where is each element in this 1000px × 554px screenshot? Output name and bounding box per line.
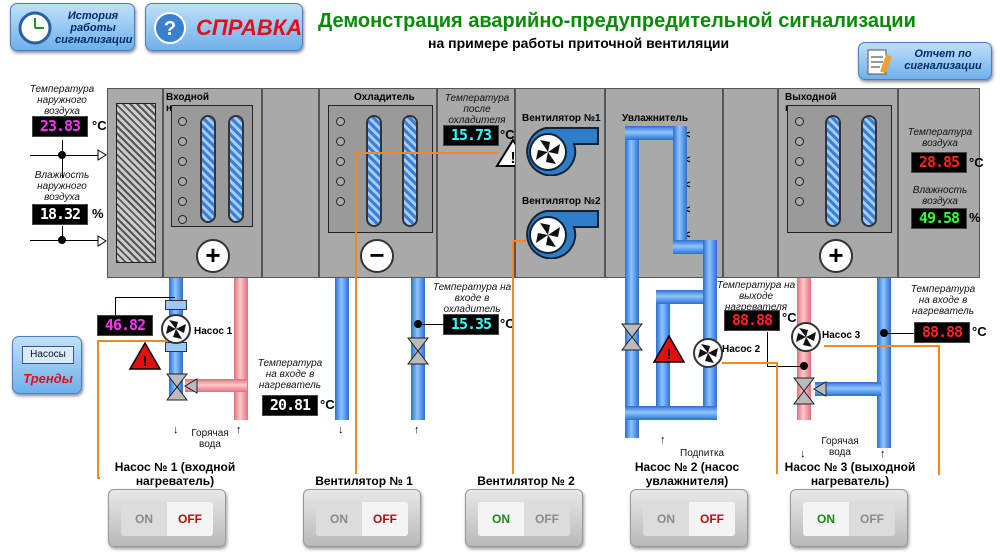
fan2-on-button[interactable]: ON [478, 502, 524, 536]
pump1-icon [161, 314, 191, 344]
cooler-section: Охладитель − [319, 88, 437, 278]
heater-inlet-temp-label: Температура на входе в нагреватель [257, 358, 323, 391]
air-temp-display: 28.85 [911, 152, 967, 173]
outdoor-temp-unit: °C [92, 118, 107, 133]
cooler-label: Охладитель [354, 92, 415, 103]
outdoor-humidity-display: 18.32 [32, 204, 88, 225]
inlet-heater-section: Входной нагреватель + [163, 88, 262, 278]
page-subtitle: на примере работы приточной вентиляции [428, 35, 730, 51]
pump3-icon [791, 322, 821, 352]
pump2-switch[interactable]: ON OFF [630, 489, 748, 547]
fan2-switch[interactable]: ON OFF [465, 489, 583, 547]
outlet-heater-plus-icon: + [819, 239, 853, 273]
after-cooler-temp-label: Температура после охладителя [444, 93, 510, 126]
svg-text:!: ! [667, 346, 672, 363]
out-heater-outlet-temp-unit: °C [782, 310, 797, 325]
fan2-off-button[interactable]: OFF [524, 502, 570, 536]
outlet-heater-valve-icon [792, 377, 816, 405]
hot-water-label-1: Горячая вода [191, 428, 229, 450]
clock-icon [18, 11, 52, 45]
filter-section [107, 88, 163, 278]
history-button[interactable]: История работы сигнализации [10, 3, 135, 51]
svg-text:!: ! [143, 353, 148, 370]
cooler-inlet-temp-unit: °C [500, 316, 515, 331]
air-humidity-unit: % [969, 210, 981, 225]
air-humidity-display: 49.58 [911, 208, 967, 229]
pump1-control-label: Насос № 1 (входной нагреватель) [114, 460, 236, 488]
heater-inlet-temp-unit: °C [320, 397, 335, 412]
hot-water-label-2: Горячая вода [821, 436, 859, 458]
fan1-control-label: Вентилятор № 1 [315, 474, 413, 488]
report-button-label: Отчет по сигнализации [904, 48, 982, 72]
heater-inlet-temp-display: 20.81 [262, 395, 318, 416]
page-title: Демонстрация аварийно-предупредительной … [318, 10, 916, 32]
after-cooler-section: Температура после охладителя [437, 88, 515, 278]
pump2-icon [693, 338, 723, 368]
trends-title: Тренды [23, 371, 73, 386]
pump1-valve-icon [165, 373, 189, 401]
pump2-alarm-icon: ! [652, 334, 686, 363]
svg-text:?: ? [164, 18, 176, 40]
pump3-on-button[interactable]: ON [803, 502, 849, 536]
cooler-inlet-temp-label: Температура на входе в охладитель [432, 282, 512, 315]
cooler-inlet-temp-display: 15.35 [443, 314, 499, 335]
out-heater-inlet-temp-unit: °C [972, 324, 987, 339]
output-section: Температура воздуха Влажность воздуха [898, 88, 980, 278]
out-heater-inlet-temp-display: 88.88 [914, 322, 970, 343]
out-heater-outlet-temp-label: Температура на выходе нагревателя [716, 280, 796, 313]
out-heater-inlet-temp-label: Температура на входе в нагреватель [910, 284, 976, 317]
pump1-off-button[interactable]: OFF [167, 502, 213, 536]
pump2-off-button[interactable]: OFF [689, 502, 735, 536]
after-cooler-temp-unit: °C [500, 127, 515, 142]
fan2-label: Вентилятор №2 [522, 196, 601, 207]
air-humidity-label: Влажность воздуха [912, 185, 968, 207]
report-icon [867, 49, 892, 75]
fan1-off-button[interactable]: OFF [362, 502, 408, 536]
report-button[interactable]: Отчет по сигнализации [858, 42, 992, 80]
outdoor-humidity-label: Влажность наружного воздуха [34, 170, 90, 203]
pump3-control-label: Насос № 3 (выходной нагреватель) [784, 460, 916, 488]
help-button[interactable]: ? СПРАВКА [145, 3, 303, 51]
makeup-label: Подпитка [680, 448, 725, 459]
pump2-label: Насос 2 [722, 344, 761, 355]
outdoor-temp-display: 23.83 [32, 116, 88, 137]
pump1-label: Насос 1 [194, 326, 233, 337]
svg-text:!: ! [510, 150, 515, 167]
help-icon: ? [154, 12, 186, 44]
fan1-icon [526, 127, 599, 176]
out-heater-outlet-temp-display: 88.88 [724, 310, 780, 331]
air-temp-unit: °C [969, 155, 984, 170]
pump3-switch[interactable]: ON OFF [790, 489, 908, 547]
pump1-alarm-icon: ! [128, 341, 162, 370]
cooler-minus-icon: − [360, 239, 394, 273]
outlet-heater-section: Выходной нагреватель + [778, 88, 898, 278]
pump3-off-button[interactable]: OFF [849, 502, 895, 536]
after-cooler-temp-display: 15.73 [443, 125, 499, 146]
fan1-label: Вентилятор №1 [522, 113, 601, 124]
pumps-trend-button[interactable]: Насосы [22, 346, 74, 364]
outdoor-temp-label: Температура наружного воздуха [29, 84, 95, 117]
cooler-valve-icon [406, 337, 430, 365]
history-button-label: История работы сигнализации [55, 10, 133, 46]
trends-panel: Насосы Тренды [12, 336, 82, 394]
pump1-switch[interactable]: ON OFF [108, 489, 226, 547]
air-temp-label: Температура воздуха [907, 127, 973, 149]
fan1-switch[interactable]: ON OFF [303, 489, 421, 547]
pump2-on-button[interactable]: ON [643, 502, 689, 536]
pump1-display: 46.82 [97, 315, 153, 336]
pump3-label: Насос 3 [822, 330, 861, 341]
heater-plus-icon: + [196, 239, 230, 273]
outdoor-humidity-unit: % [92, 206, 104, 221]
fan2-control-label: Вентилятор № 2 [477, 474, 575, 488]
fan2-icon [526, 210, 599, 259]
pump2-control-label: Насос № 2 (насос увлажнителя) [634, 460, 740, 488]
fan1-on-button[interactable]: ON [316, 502, 362, 536]
pump1-on-button[interactable]: ON [121, 502, 167, 536]
humidifier-label: Увлажнитель [622, 113, 689, 124]
help-button-label: СПРАВКА [196, 15, 303, 40]
humidifier-valve-icon [620, 323, 644, 351]
